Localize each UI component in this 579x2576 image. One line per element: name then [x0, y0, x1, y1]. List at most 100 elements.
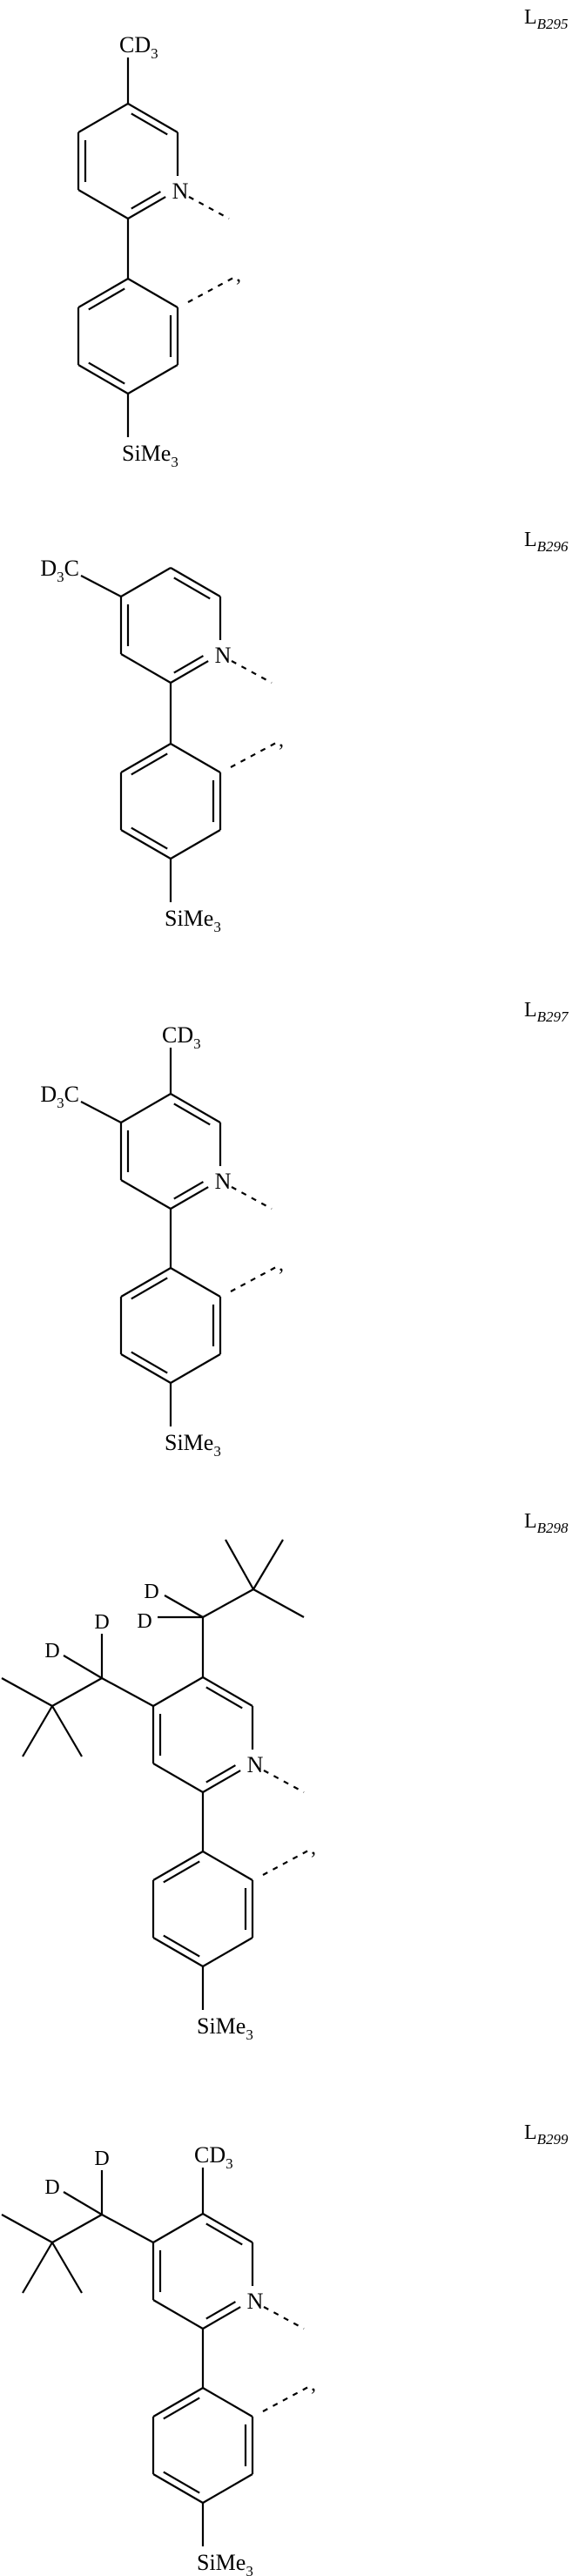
d3c-label-part: C — [64, 556, 79, 581]
d3c-label-part: 3 — [57, 569, 64, 585]
bond — [153, 1763, 203, 1792]
cd3-label-part: 3 — [151, 45, 158, 62]
ligand-structure-B296: LB296N, SiMe 3D3C — [40, 529, 569, 935]
d3c-label: D3C — [40, 556, 79, 585]
comma-mark: , — [279, 1253, 284, 1276]
ligand-label-part: L — [524, 6, 537, 29]
trimethylsilyl-label-part: 3 — [213, 1443, 221, 1460]
bond — [128, 104, 178, 132]
cd3-label-part: CD — [119, 32, 151, 57]
trimethylsilyl-label-part: 3 — [246, 2026, 253, 2043]
deuterium-label: D — [94, 2148, 109, 2170]
deuterium-label-part: D — [44, 2176, 59, 2199]
ligand-label-part: B299 — [537, 2131, 569, 2148]
c-d-bond — [64, 2192, 102, 2215]
trimethylsilyl-label: SiMe3 — [197, 2550, 253, 2576]
nitrogen-atom-label-part: N — [215, 643, 232, 668]
bond — [121, 1268, 171, 1297]
substituent-neopentyl-d2: DD — [2, 2148, 153, 2293]
d3c-label-part: 3 — [57, 1095, 64, 1111]
pyridine-ring: N — [78, 104, 229, 219]
ligand-structure-B297: LB297N,SiMe3CD3D3C — [40, 999, 569, 1460]
metal-bond-dashed — [188, 278, 233, 302]
methyl-bond — [2, 1678, 52, 1706]
ligand-label: LB298 — [524, 1510, 569, 1536]
comma-mark: , — [279, 729, 284, 752]
pyridine-ring: N — [121, 1094, 272, 1209]
deuterium-label: D — [94, 1611, 109, 1634]
double-bond-inner — [131, 192, 161, 208]
methyl-bond — [23, 2242, 52, 2293]
substituent-neopentyl-d2: DD — [137, 1540, 304, 1677]
comma-mark-part: , — [236, 264, 241, 287]
bond — [171, 1094, 220, 1123]
substituent-D3C: D3C — [40, 1082, 121, 1123]
trimethylsilyl-label-part: SiMe — [165, 1430, 213, 1455]
double-bond-inner — [174, 1182, 204, 1198]
bond — [203, 1938, 252, 1966]
bond — [121, 568, 171, 597]
ligand-label: LB295 — [524, 6, 569, 32]
coordination-bond-dashed — [264, 1770, 304, 1792]
bond — [153, 2474, 203, 2503]
methyl-bond — [253, 1589, 304, 1617]
bond — [171, 1268, 220, 1297]
methyl-bond — [2, 2215, 52, 2242]
c-d-bond — [165, 1595, 203, 1617]
deuterium-label: D — [144, 1581, 158, 1603]
coordination-bond-dashed — [189, 197, 229, 219]
comma-mark-part: , — [279, 729, 284, 752]
trimethylsilyl-label: SiMe3 — [197, 2013, 253, 2043]
ligand-label: LB296 — [524, 529, 569, 555]
bond — [128, 279, 178, 307]
metal-bond-dashed — [231, 743, 276, 767]
double-bond-inner — [174, 656, 204, 672]
bond — [203, 1851, 252, 1880]
deuterium-label: D — [137, 1610, 151, 1633]
ligand-label-part: L — [524, 2121, 537, 2144]
methyl-bond — [226, 1540, 253, 1589]
trimethylsilyl-label-part: SiMe — [197, 2013, 246, 2039]
comma-mark-part: , — [279, 1253, 284, 1276]
deuterium-label: D — [44, 1640, 59, 1662]
metal-bond-dashed — [263, 2387, 308, 2411]
bond — [153, 2300, 203, 2329]
trimethylsilyl-label-part: SiMe — [165, 906, 213, 931]
methyl-bond — [253, 1540, 283, 1589]
bond — [203, 1589, 253, 1617]
bond — [102, 2215, 153, 2242]
nitrogen-atom-label-part: N — [172, 179, 189, 204]
trimethylsilyl-label-part: 3 — [171, 454, 178, 470]
bond — [153, 2214, 203, 2242]
substituent-CD3: CD3 — [162, 1022, 201, 1094]
comma-mark: , — [311, 1837, 316, 1859]
coordination-bond-dashed — [232, 661, 272, 683]
trimethylsilyl-label-part: 3 — [246, 2563, 253, 2576]
bond — [78, 190, 128, 219]
methyl-bond — [52, 2242, 82, 2293]
bond — [121, 1354, 171, 1383]
phenyl-ring: , — [153, 2373, 316, 2503]
bond — [203, 2388, 252, 2417]
coordination-bond-dashed — [264, 2307, 304, 2329]
cd3-label-part: 3 — [226, 2155, 233, 2172]
ligand-structure-B298: LB298N,SiMe3DDDD — [2, 1510, 569, 2043]
comma-mark: , — [311, 2373, 316, 2396]
cd3-label-part: 3 — [193, 1035, 201, 1052]
cd3-label: CD3 — [194, 2142, 233, 2172]
bond — [52, 2215, 102, 2242]
nitrogen-atom-label: N — [215, 643, 232, 668]
ligand-label: LB297 — [524, 999, 569, 1025]
deuterium-label-part: D — [94, 2148, 109, 2170]
ligand-label: LB299 — [524, 2121, 569, 2148]
bond — [128, 365, 178, 394]
bond — [153, 1851, 203, 1880]
nitrogen-atom-label-part: N — [247, 1752, 264, 1777]
ligand-label-part: B295 — [537, 16, 569, 32]
bond — [171, 744, 220, 772]
bond — [121, 1180, 171, 1209]
methyl-bond — [52, 1706, 82, 1757]
cd3-label-part: CD — [194, 2142, 226, 2168]
bond — [171, 830, 220, 859]
bond — [81, 1102, 121, 1123]
